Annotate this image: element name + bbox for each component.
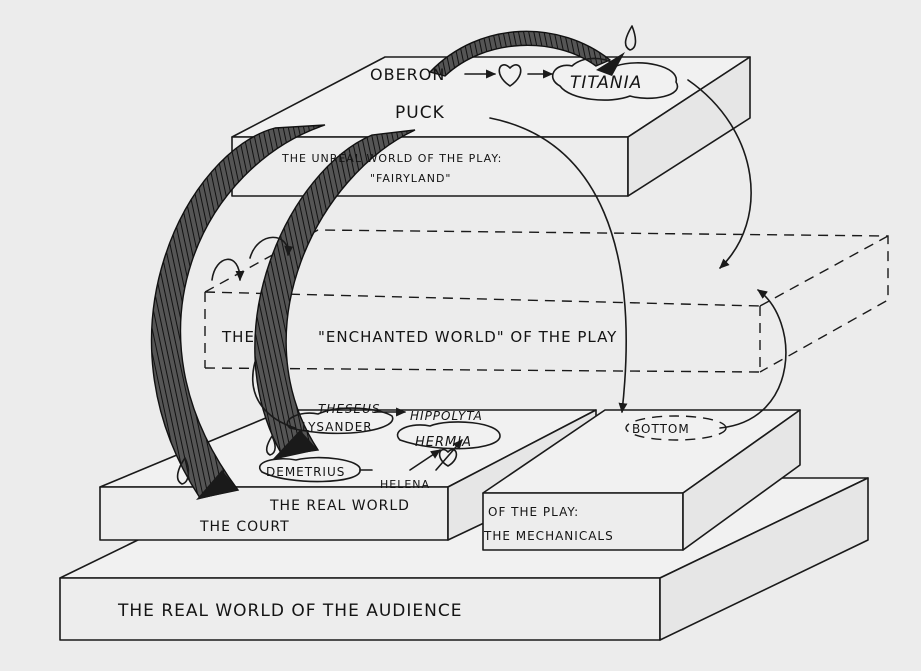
oberon-label: OBERON — [370, 65, 445, 84]
helena-label: HELENA — [380, 478, 430, 491]
demetrius-label: DEMETRIUS — [266, 465, 345, 479]
titania-label: TITANIA — [570, 73, 642, 93]
loop-arrow-left — [211, 258, 245, 282]
unreal-line2: "FAIRYLAND" — [370, 172, 451, 185]
bottom-cloud — [625, 415, 727, 441]
court-label: THE COURT — [199, 519, 290, 535]
lysander-label: LYSANDER — [302, 420, 373, 434]
helena-arrow — [409, 449, 441, 471]
audience-label: THE REAL WORLD OF THE AUDIENCE — [117, 601, 462, 621]
enchanted-label: "ENCHANTED WORLD" OF THE PLAY — [318, 328, 617, 346]
hippolyta-label: HIPPOLYTA — [410, 409, 483, 423]
of-the-play-label: OF THE PLAY: — [488, 505, 579, 519]
heart-icon — [498, 64, 522, 87]
flower-icon — [176, 25, 637, 485]
court-heart-icon — [438, 448, 458, 467]
theseus-label: THESEUS — [318, 402, 381, 416]
mechanicals-label: THE MECHANICALS — [483, 529, 614, 543]
puck-label: PUCK — [395, 103, 445, 123]
right-big-arc — [254, 129, 416, 460]
mechanicals-slab — [482, 409, 801, 551]
lysander-cloud — [286, 407, 394, 435]
hermia-label: HERMIA — [415, 435, 472, 450]
real-world-label: THE REAL WORLD — [269, 498, 410, 514]
unreal-line1: THE UNREAL WORLD OF THE PLAY: — [281, 152, 502, 165]
titania-cloud — [551, 57, 679, 101]
bottom-label: BOTTOM — [632, 422, 690, 436]
top-arc — [428, 30, 625, 77]
loop-arrow-right — [249, 236, 294, 259]
titania-down-arrow — [687, 79, 752, 269]
enchanted-the: THE — [221, 328, 255, 346]
puck-to-bottom-arrow — [489, 117, 628, 414]
fairyland-slab — [231, 56, 751, 197]
demetrius-cloud — [258, 456, 361, 483]
left-big-arc — [150, 124, 326, 500]
bottom-up-arrow — [719, 289, 787, 429]
helena-arrow-2 — [435, 439, 463, 471]
